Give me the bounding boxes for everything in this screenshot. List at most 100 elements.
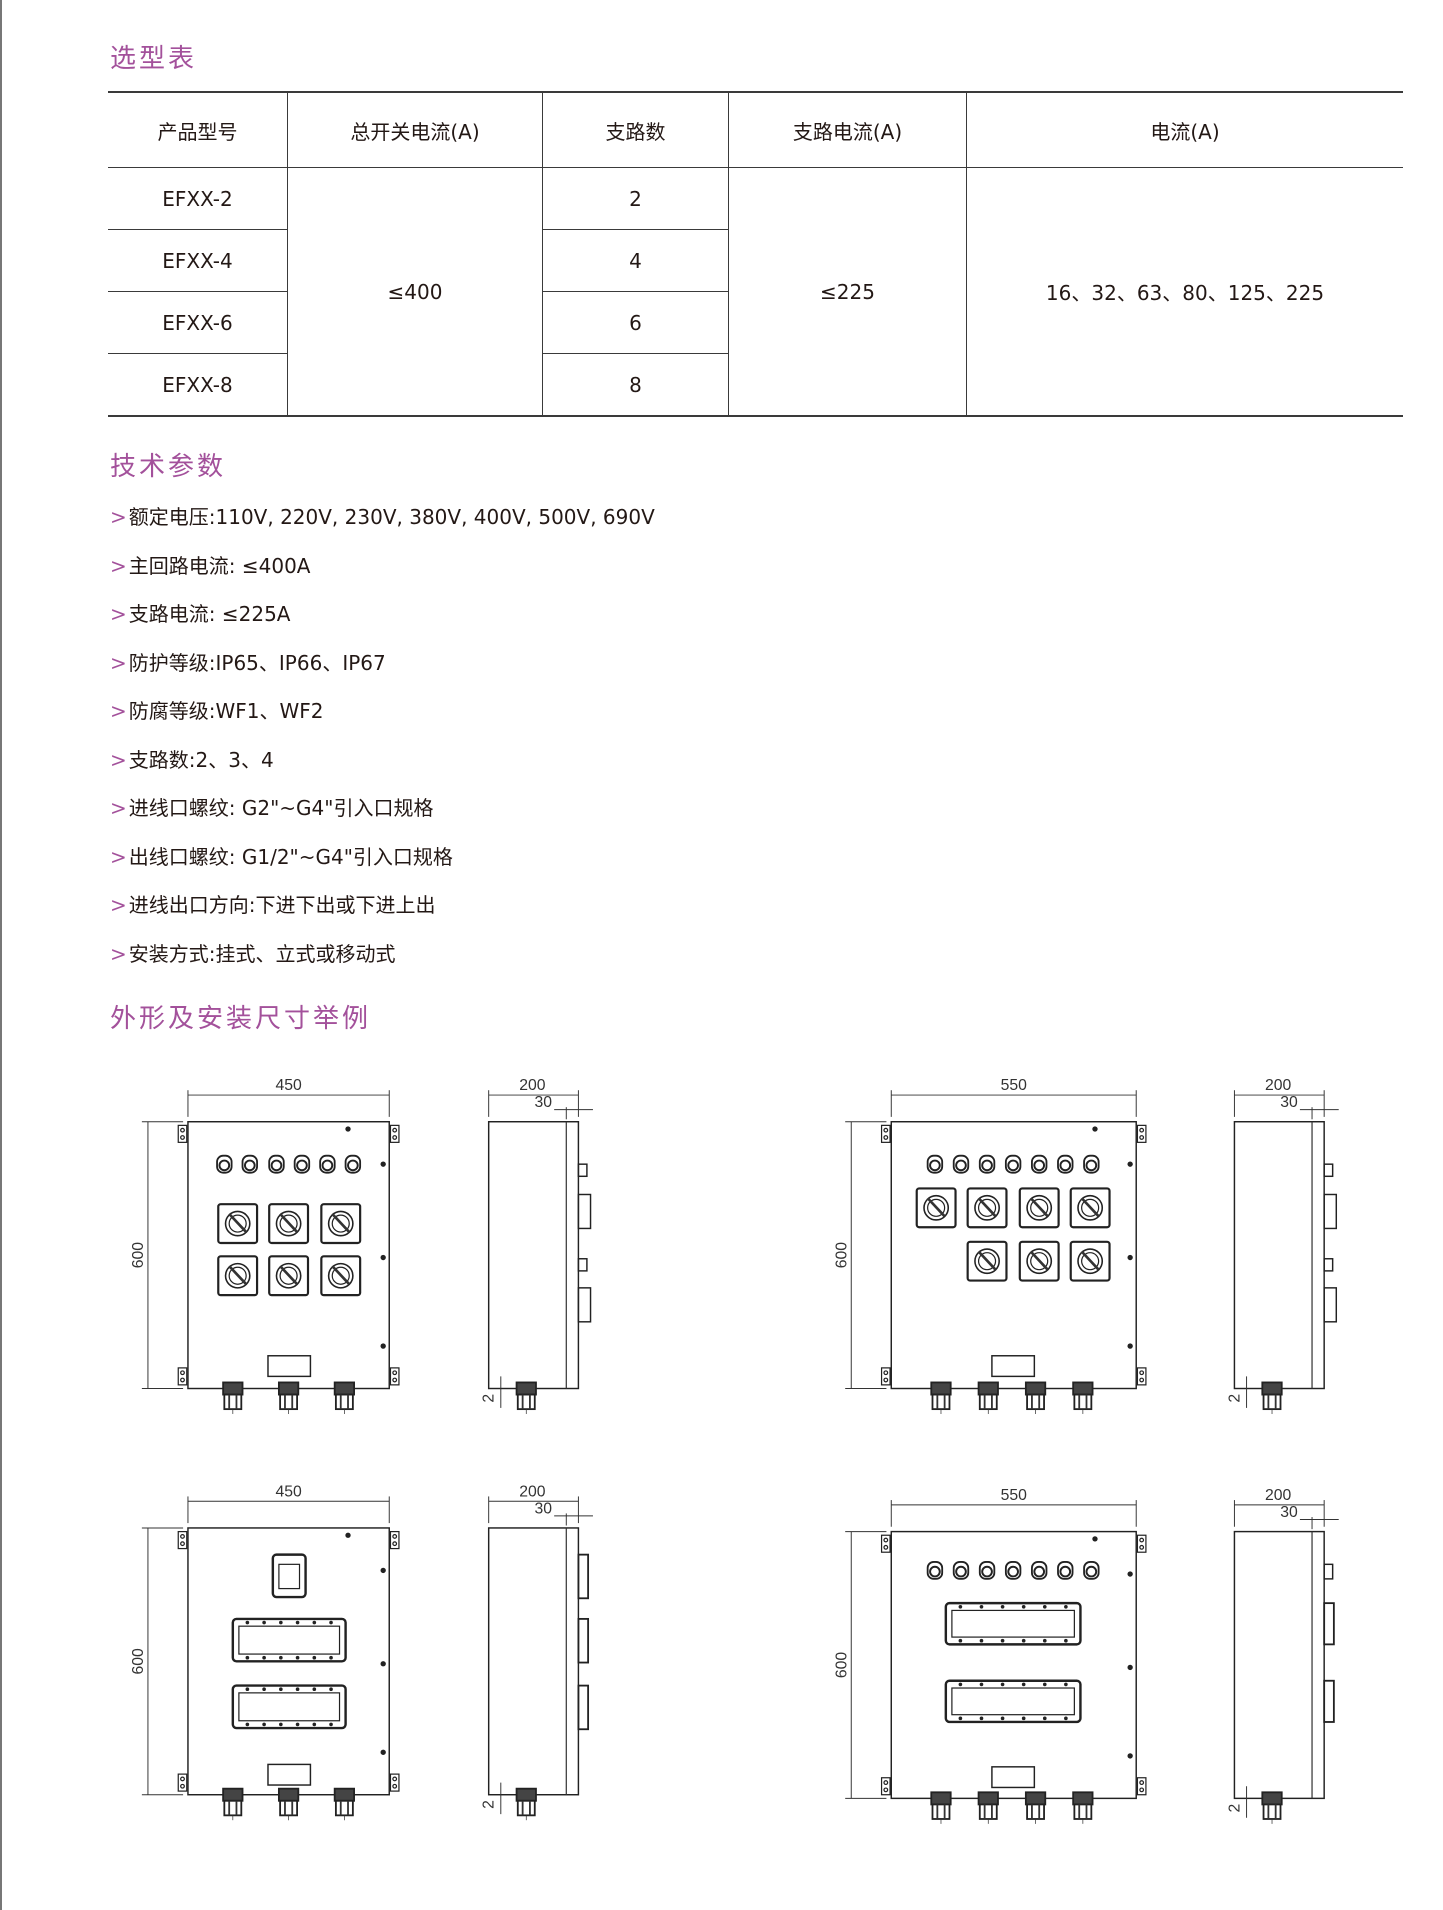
switch-dial: [1077, 1194, 1104, 1221]
gland-nut: [1024, 1381, 1047, 1396]
indicator-light: [1004, 1154, 1022, 1174]
indicator-lens: [1007, 1159, 1019, 1172]
model-cell: EFXX-8: [108, 353, 288, 417]
screw: [1042, 1638, 1047, 1643]
model-cell: EFXX-6: [108, 291, 288, 354]
indicator-light: [1004, 1560, 1022, 1580]
list-item: >进线出口方向:下进下出或下进上出: [110, 890, 655, 939]
marker: >: [110, 844, 127, 869]
switch-dial: [923, 1194, 950, 1221]
indicator-lens: [1059, 1565, 1072, 1578]
screw: [279, 1722, 283, 1727]
side-enclosure: [577, 1553, 590, 1600]
screw: [1000, 1604, 1005, 1609]
cable-gland: [333, 1787, 355, 1821]
marker: >: [110, 796, 127, 820]
side-knob: [1323, 1163, 1334, 1178]
switch-handle: [1029, 1197, 1049, 1218]
bracket: [880, 1777, 891, 1796]
cable-gland: [1024, 1381, 1047, 1414]
header-model: 产品型号: [108, 91, 288, 168]
list-item: >支路数:2、3、4: [110, 745, 655, 794]
enclosure-side: [487, 1121, 580, 1390]
screw-dot: [380, 1749, 386, 1755]
screw: [1000, 1682, 1005, 1687]
indicator-lens: [218, 1159, 231, 1172]
switch-dial: [974, 1194, 1000, 1221]
door-label: 30: [1280, 1504, 1298, 1521]
gland-body: [223, 1393, 243, 1411]
cable-gland: [977, 1381, 999, 1414]
enclosure-front: [890, 1530, 1137, 1800]
side-enclosure: [1323, 1679, 1335, 1723]
indicator-light: [978, 1154, 996, 1174]
hole: [883, 1537, 889, 1543]
hole: [180, 1783, 185, 1789]
screw: [329, 1620, 333, 1625]
breaker-enclosure: [944, 1679, 1082, 1724]
screw: [958, 1716, 963, 1721]
hole: [392, 1370, 398, 1376]
indicator-light: [1083, 1560, 1100, 1580]
indicator-light: [952, 1560, 970, 1580]
switch-dial-inner: [1081, 1252, 1100, 1271]
screw: [295, 1620, 300, 1625]
depth-label: 200: [519, 1483, 546, 1500]
cable-gland: [1261, 1791, 1283, 1824]
header-current: 电流(A): [966, 91, 1403, 168]
side-knob: [1323, 1563, 1334, 1580]
cable-gland: [1072, 1791, 1094, 1824]
hole: [1139, 1787, 1145, 1793]
indicator-lens: [347, 1159, 359, 1172]
bracket: [1136, 1777, 1147, 1796]
screw: [295, 1687, 300, 1692]
gland-body: [334, 1799, 354, 1817]
marker: >: [110, 553, 127, 578]
bracket: [177, 1530, 188, 1550]
screw: [262, 1620, 266, 1625]
indicator-lens: [243, 1159, 256, 1172]
gland-body: [978, 1803, 998, 1820]
hole: [1139, 1377, 1145, 1383]
list-item: >支路电流: ≤225A: [110, 599, 655, 648]
enclosure-window: [238, 1692, 341, 1722]
rotary-switch: [268, 1203, 310, 1245]
screw: [262, 1655, 266, 1660]
hole: [883, 1544, 889, 1550]
nameplate: [267, 1763, 312, 1786]
cable-gland: [333, 1381, 355, 1414]
table-row: EFXX-8 8: [108, 353, 1403, 417]
gland-nut: [277, 1787, 300, 1802]
indicator-light: [1083, 1154, 1100, 1174]
param-text: 进线出口方向:下进下出或下进上出: [128, 893, 436, 917]
hole: [1139, 1370, 1145, 1376]
hinge-bracket: [1136, 1777, 1147, 1796]
param-text: 进线口螺纹: G2"~G4"引入口规格: [128, 796, 434, 820]
param-list: >额定电压:110V, 220V, 230V, 380V, 400V, 500V…: [110, 502, 655, 987]
cable-gland: [1072, 1381, 1094, 1414]
switch-handle: [1029, 1250, 1049, 1271]
screw: [958, 1638, 963, 1643]
switch-handle: [228, 1265, 248, 1286]
gland-body: [1026, 1803, 1045, 1820]
indicator-light: [319, 1154, 336, 1174]
screw: [1000, 1716, 1005, 1721]
marker: >: [110, 893, 127, 917]
hole: [180, 1127, 185, 1133]
header-branches: 支路数: [542, 91, 729, 168]
screw-dot: [380, 1343, 386, 1349]
hole: [180, 1370, 185, 1376]
gland-nut: [1261, 1791, 1283, 1806]
indicator-lens: [929, 1565, 941, 1578]
screw: [329, 1655, 333, 1660]
screw: [1021, 1716, 1026, 1721]
screw: [279, 1620, 283, 1625]
bracket: [880, 1367, 891, 1386]
width-label: 450: [275, 1483, 302, 1500]
indicator-light: [978, 1560, 996, 1580]
